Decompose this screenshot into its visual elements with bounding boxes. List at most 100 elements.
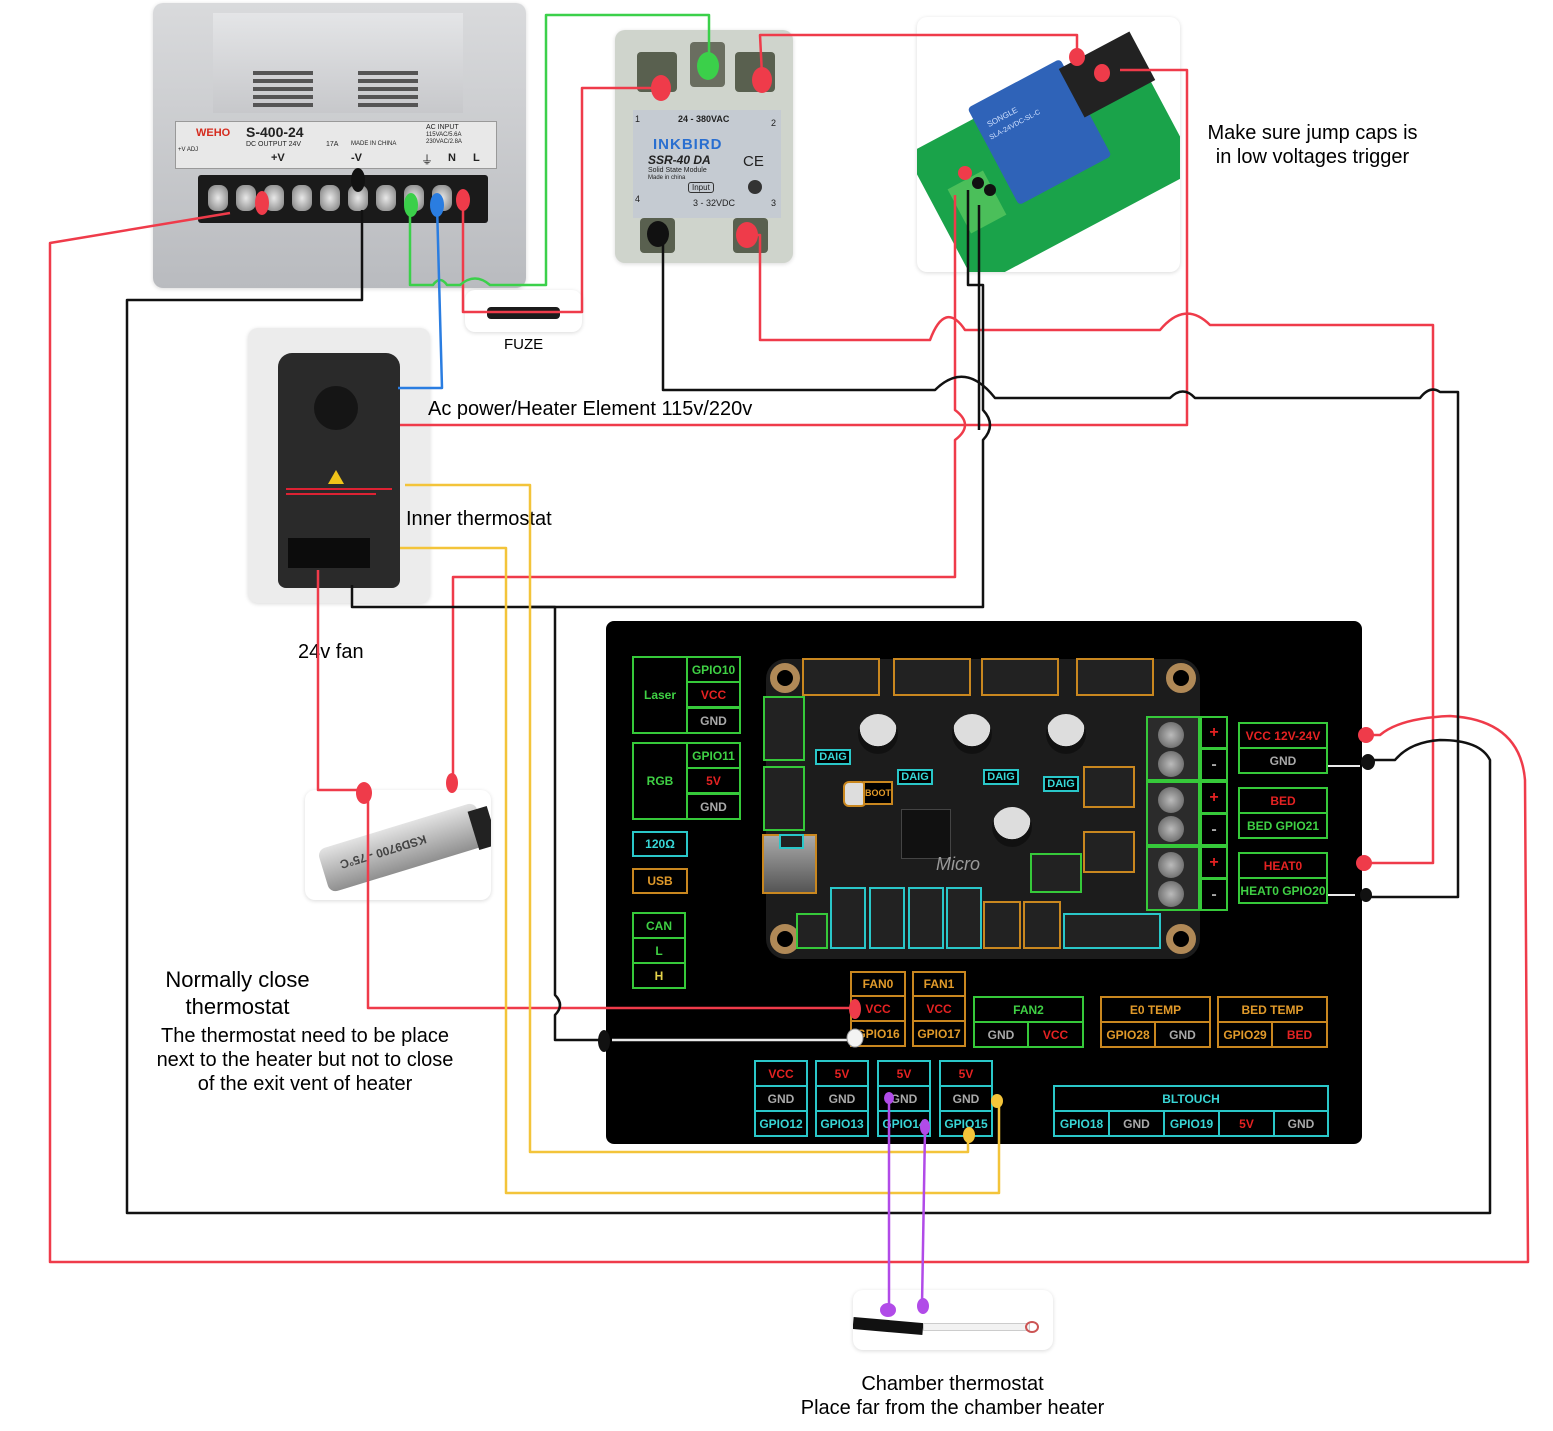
endstop-3-gpio14: GPIO14 [877,1110,931,1137]
chamber-thermostat-label: Chamber thermostat Place far from the ch… [780,1372,1125,1420]
wire-red-thermostat-to-fan0 [366,795,855,1010]
power-terminal-block [1146,716,1200,781]
nc-title-line-1: Normally close [165,967,310,992]
heater-vent [288,538,370,568]
can-h-label: H [632,962,686,989]
psu-terminal-vminus: -V [351,152,362,164]
psu-terminal-vplus: +V [271,152,285,164]
fan-connector [1083,831,1135,873]
wire-blue [398,204,444,390]
wire-yellow-1 [405,483,970,1154]
endstop-2-gpio13: GPIO13 [815,1110,869,1137]
board-silk-micro: Micro [936,854,980,874]
boot-label: BOOT [863,781,893,805]
ssr-input-label: Input [688,182,714,193]
ssr-desc: Solid State Module [648,167,707,174]
nc-thermostat-image: KSD9700 - 75°C [305,790,491,900]
heat0-terminal-block [1146,846,1200,911]
wire-red-mains [48,211,1530,1264]
motor-connector [981,658,1059,696]
terminal-mark-red [255,191,269,215]
polarity-minus: - [1200,878,1228,911]
motor-connector [802,658,880,696]
psu-vent-left [253,71,313,111]
gnd-input-label: GND [1238,747,1328,774]
laser-gnd: GND [686,707,741,734]
ssr-brand: INKBIRD [653,136,723,153]
terminal-mark-purple [884,1092,894,1104]
mounting-hole [770,663,800,693]
laser-connector [763,696,805,761]
jump-caps-note-line-2: in low voltages trigger [1215,146,1410,168]
daig-label: DAIG [897,769,933,785]
terminal-mark-white [846,1028,864,1048]
psu-ac-rating-2: 230VAC/2.8A [426,139,462,145]
nc-note-line-2: next to the heater but not to close [156,1049,454,1071]
rgb-gnd: GND [686,793,741,820]
psu-made-in: MADE IN CHINA [351,141,397,147]
terminal-mark-red [958,166,972,180]
terminal-screw [264,185,284,211]
capacitor [1046,714,1086,754]
nc-thermostat-title: Normally close thermostat [140,966,335,1020]
endstop-connector [869,887,905,949]
polarity-minus: - [1200,748,1228,781]
wire-red-ssr-out [747,233,1435,865]
fan2-vcc: VCC [1027,1021,1084,1048]
terminal-mark-black [1360,888,1372,902]
terminal-mark-black [972,177,984,189]
terminal-mark-red [752,67,772,93]
endstop-connector [830,887,866,949]
can-connector [796,913,828,949]
endstop-1-gpio12: GPIO12 [754,1110,808,1137]
psu-label-panel: WEHO S-400-24 DC OUTPUT 24V 17A MADE IN … [175,121,497,169]
terminal-mark-black [984,184,996,196]
mounting-hole [1166,924,1196,954]
capacitor [992,807,1032,847]
heater-fan-icon [314,386,358,430]
wire-green [408,13,711,287]
wire-black-relay-1 [350,190,992,609]
r120-label: 120Ω [632,831,688,857]
terminal-screw [320,185,340,211]
chamber-label-line-1: Chamber thermostat [861,1373,1044,1395]
psu-ac-input: AC INPUT [426,124,459,131]
terminal-mark-red [1358,727,1374,743]
psu-current: 17A [326,141,339,148]
terminal-screw [292,185,312,211]
terminal-mark-red [1094,64,1110,82]
fan-connector [1083,766,1135,808]
ssr-pin-2: 2 [771,118,777,128]
terminal-mark-red [651,75,671,101]
ssr-label-panel: 1 24 - 380VAC 2 INKBIRD SSR-40 DA CE Sol… [633,110,781,218]
wire-red-relay-to-heater [400,68,1189,427]
ac-power-label: Ac power/Heater Element 115v/220v [428,398,753,420]
bed-temp-bed: BED [1271,1021,1328,1048]
ssr-pin-3: 3 [771,198,777,208]
terminal-mark-purple [920,1119,930,1135]
ssr-dc-range: 3 - 32VDC [693,198,736,208]
ce-mark: CE [743,153,764,170]
ssr-led-icon [748,180,762,194]
capacitor [952,714,992,754]
psu-dc-output: DC OUTPUT 24V [246,141,302,148]
terminal-screw [376,185,396,211]
bltouch-connector [1063,913,1161,949]
thermistor-tip [1025,1321,1039,1333]
wire-red-ssr-top [758,33,1079,76]
chamber-heater-image [248,328,430,603]
terminal-mark-black [1361,754,1375,770]
r120-jumper [779,834,804,849]
psu-model: S-400-24 [246,124,304,140]
nc-note-line-1: The thermostat need to be place [161,1025,449,1047]
terminal-mark-black [598,1030,610,1052]
fan1-gpio17: GPIO17 [912,1020,966,1047]
wire-black-fan0 [530,605,600,1042]
bltouch-gnd-2: GND [1273,1110,1329,1137]
terminal-mark-yellow [963,1127,975,1143]
mcu-chip [901,809,951,859]
terminal-mark-red [1069,48,1085,66]
fan1-connector [1023,901,1061,949]
terminal-mark-red [736,222,758,248]
